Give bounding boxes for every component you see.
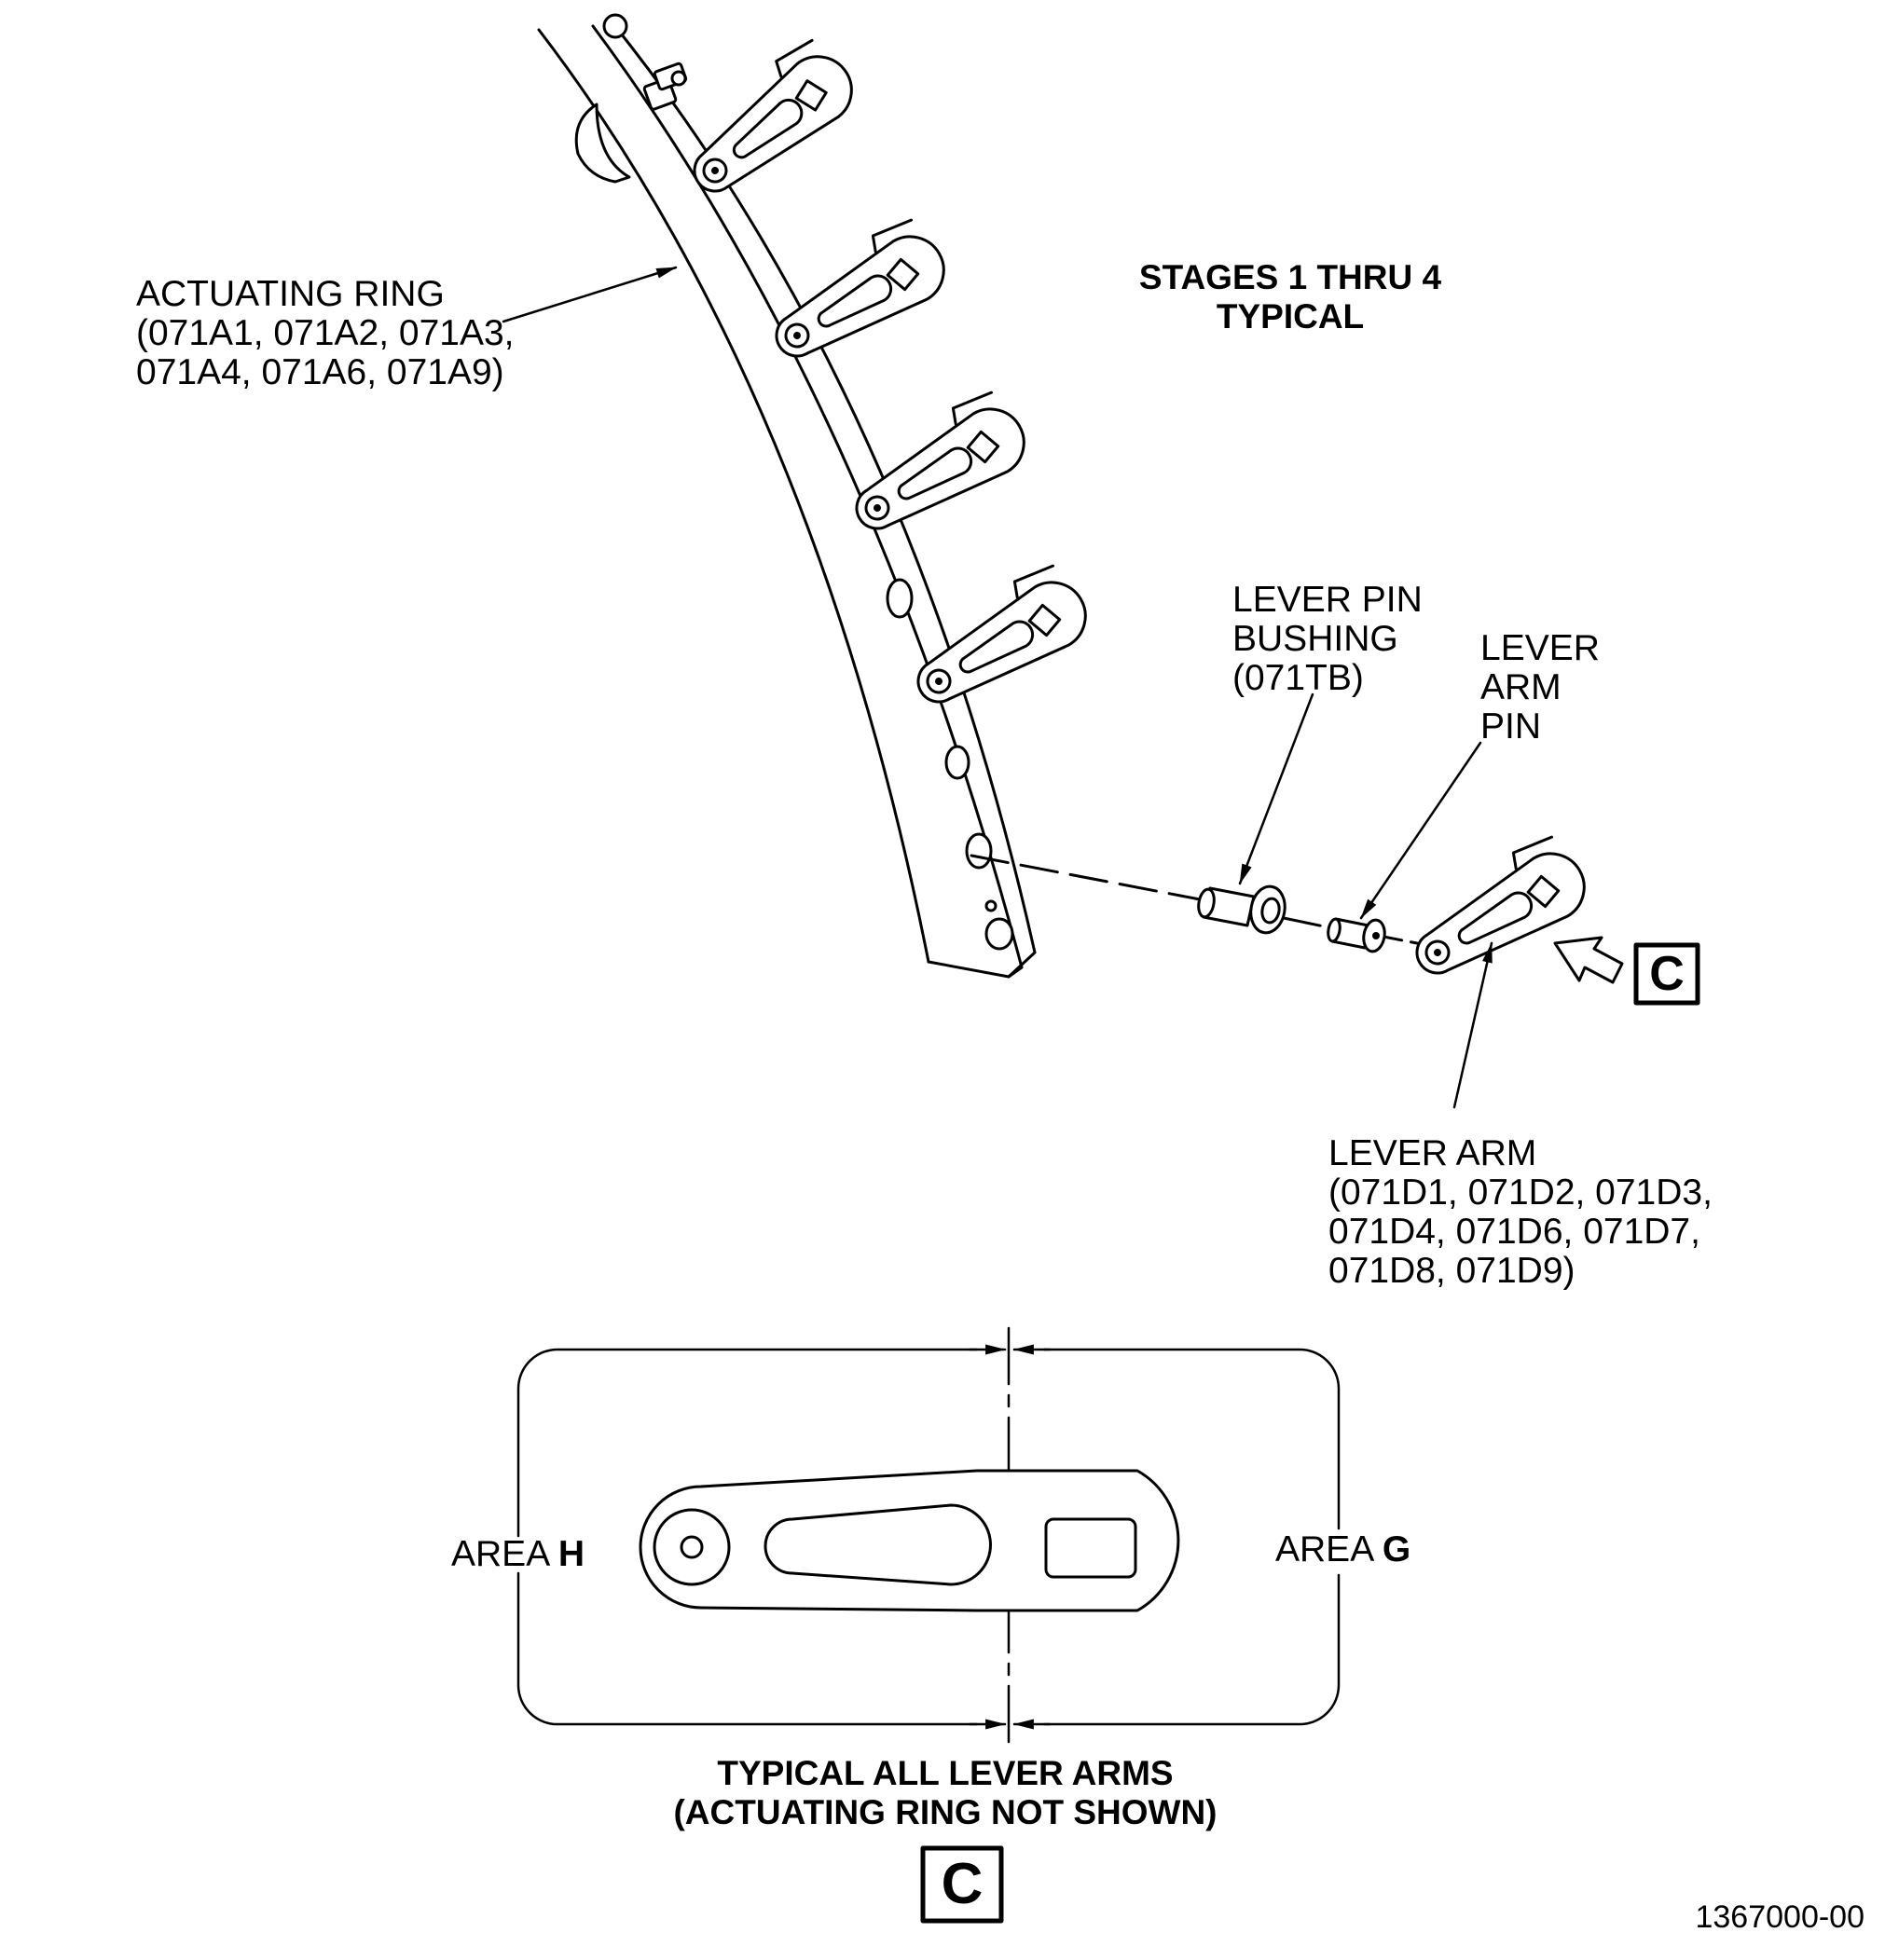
area-h-boundary [516,1348,979,1538]
lever-arm-pin-label: LEVER ARM PIN [1480,628,1600,747]
detail-title: TYPICAL ALL LEVER ARMS [717,1754,1173,1792]
lever-arm-label-line: (071D1, 071D2, 071D3, [1328,1172,1713,1213]
stages-subtitle: TYPICAL [1217,297,1364,336]
actuating-ring-label-line: (071A1, 071A2, 071A3, [136,313,514,353]
lever-arm-pin [1327,917,1386,953]
actuating-ring-label-line: ACTUATING RING [136,274,445,314]
area-g-boundary [1042,1348,1341,1530]
lever-arm-label-line: LEVER ARM [1328,1133,1536,1173]
assembly-centerline [970,854,1202,901]
view-callout-box [1633,942,1700,1006]
detail-subtitle: (ACTUATING RING NOT SHOWN) [673,1793,1217,1831]
area-h-label: AREA H [451,1534,585,1574]
lever-arm-installed [833,382,1038,549]
ring-fitting [602,13,688,111]
leader-arrow-icon [502,266,678,323]
lever-arm-exploded [1394,827,1598,994]
actuating-ring [537,13,1037,979]
leader-arrow-icon [1359,741,1482,920]
area-h-label-prefix: AREA [451,1534,558,1574]
lever-pin-bushing [1197,884,1286,935]
lever-pin-bushing-label-line: LEVER PIN [1232,580,1423,620]
lever-arm-window [1044,1517,1137,1579]
area-g-label-letter: G [1383,1529,1410,1569]
ring-hole [965,832,993,870]
lever-arm-pin-label-line: ARM [1480,667,1562,707]
leader-arrow-icon [1238,692,1314,885]
ring-hole [984,917,1014,951]
area-g-label-prefix: AREA [1275,1529,1383,1569]
ring-hole [944,745,970,780]
leader-arrow-icon [1452,941,1493,1109]
lever-pin-bushing-label-line: BUSHING [1232,619,1398,659]
stages-title: STAGES 1 THRU 4 [1139,258,1442,296]
actuating-ring-label-line: 071A4, 071A6, 071A9) [136,352,504,392]
detail-callout-box [920,1845,1004,1924]
ring-hole [886,578,914,619]
lever-arm-installed [753,210,957,377]
actuating-ring-label: ACTUATING RING (071A1, 071A2, 071A3, 071… [136,274,514,392]
view-arrow-icon [1553,936,1624,984]
area-h-label-letter: H [558,1534,585,1574]
lever-arm-installed [895,555,1099,722]
lever-arm-label: LEVER ARM (071D1, 071D2, 071D3, 071D4, 0… [1328,1133,1713,1291]
lever-arm-slot [764,1503,992,1586]
lever-arm-installed [667,30,867,212]
lever-arm-label-line: 071D8, 071D9) [1328,1251,1575,1291]
lever-pin-bushing-label-line: (071TB) [1232,658,1364,698]
view-callout-letter: C [1649,947,1685,1001]
lever-arm-pin-label-line: PIN [1480,706,1541,747]
lever-arm-pin-label-line: LEVER [1480,628,1600,668]
figure-number: 1367000-00 [1695,1899,1864,1935]
area-g-label: AREA G [1275,1529,1410,1569]
detail-view-c: AREA H AREA G TYPICAL ALL LEVER ARMS (AC… [451,1326,1410,1924]
lever-arm-label-line: 071D4, 071D6, 071D7, [1328,1212,1700,1252]
lever-pin-bushing-label: LEVER PIN BUSHING (071TB) [1232,580,1423,698]
detail-callout-letter: C [942,1852,984,1916]
